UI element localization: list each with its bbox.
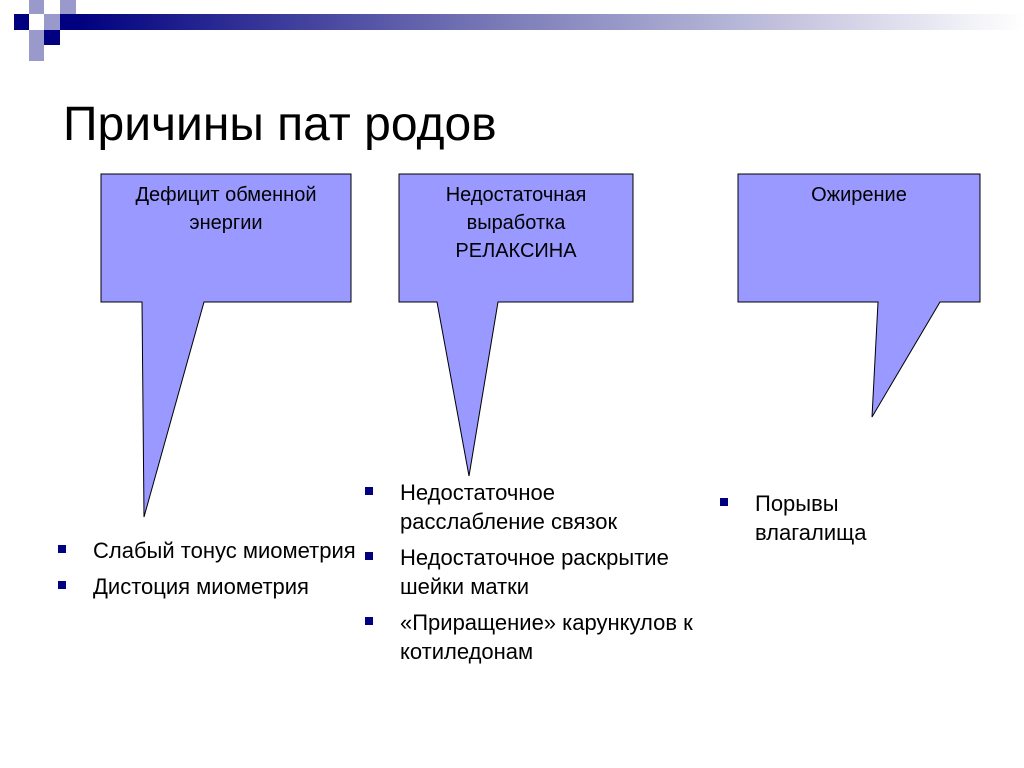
list-item-text: Слабый тонус миометрия xyxy=(93,538,356,563)
deco-square xyxy=(44,14,60,30)
list-item: Недостаточное раскрытие шейки матки xyxy=(363,543,693,601)
bullet-icon xyxy=(365,617,373,625)
list-item-text: Недостаточное раскрытие шейки матки xyxy=(400,545,669,599)
effects-list-relaxin: Недостаточное расслабление связок Недост… xyxy=(363,478,693,673)
callout-shape-deficit xyxy=(100,173,352,518)
bullet-icon xyxy=(365,487,373,495)
deco-square xyxy=(44,30,60,45)
list-item-text: Порывы влагалища xyxy=(755,491,867,545)
list-item: «Приращение» карункулов к котиледонам xyxy=(363,608,693,666)
slide-title: Причины пат родов xyxy=(63,98,497,151)
list-item: Порывы влагалища xyxy=(718,489,918,547)
list-item-text: Дистоция миометрия xyxy=(93,574,309,599)
list-item-text: Недостаточное расслабление связок xyxy=(400,480,618,534)
bullet-icon xyxy=(58,545,66,553)
deco-square xyxy=(29,0,44,14)
deco-square xyxy=(29,30,44,45)
list-item: Слабый тонус миометрия xyxy=(56,536,356,565)
effects-list-deficit: Слабый тонус миометрия Дистоция миометри… xyxy=(56,536,356,608)
list-item: Дистоция миометрия xyxy=(56,572,356,601)
deco-square xyxy=(60,14,76,30)
bullet-icon xyxy=(365,552,373,560)
list-item-text: «Приращение» карункулов к котиледонам xyxy=(400,610,693,664)
callout-shape-relaxin xyxy=(398,173,634,477)
bullet-icon xyxy=(58,581,66,589)
deco-square xyxy=(14,14,29,30)
callout-shape-obesity xyxy=(737,173,981,418)
list-item: Недостаточное расслабление связок xyxy=(363,478,693,536)
header-decoration xyxy=(14,0,1024,61)
deco-square xyxy=(60,0,76,14)
effects-list-obesity: Порывы влагалища xyxy=(718,489,918,554)
header-gradient-bar xyxy=(76,14,1024,30)
deco-square xyxy=(29,45,44,61)
callout-label-obesity: Ожирение xyxy=(811,184,907,206)
bullet-icon xyxy=(720,498,728,506)
callout-label-relaxin: Недостаточная выработка РЕЛАКСИНА xyxy=(445,184,587,262)
callout-label-deficit: Дефицит обменной энергии xyxy=(135,184,317,234)
